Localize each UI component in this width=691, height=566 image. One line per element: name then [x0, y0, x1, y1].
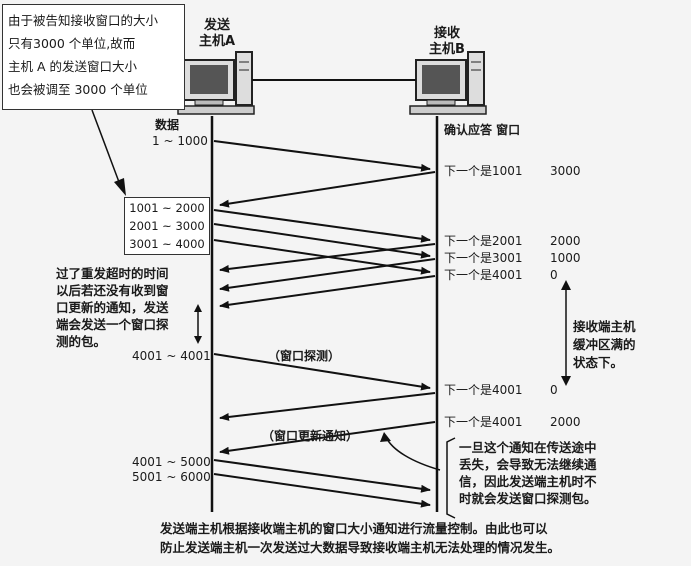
ack-window-3: 1000 — [550, 251, 581, 265]
window-update-label: （窗口更新通知） — [262, 429, 359, 443]
notification-loss-note: 一旦这个通知在传送途中 丢失，会导致无法继续通 信，因此发送端主机时不 时就会发… — [459, 440, 597, 506]
segment-arrow-4 — [213, 239, 431, 275]
figure-caption: 发送端主机根据接收端主机的窗口大小通知进行流量控制。由此也可以 防止发送端主机一… — [160, 521, 561, 555]
ack-arrow-2 — [219, 243, 436, 273]
segment-label-6: 4001 ~ 5000 — [132, 455, 211, 469]
callout-line: 只有3000 个单位,故而 — [8, 36, 136, 51]
host-a-label: 发送 主机A — [198, 18, 236, 49]
callout-line: 由于被告知接收窗口的大小 — [8, 13, 159, 28]
ack-window-1: 3000 — [550, 164, 581, 178]
retransmit-timeout-note: 过了重发超时的时间 以后若还没有收到窗 口更新的通知，发送 端会发送一个窗口探 … — [56, 266, 169, 349]
host-b-computer-icon — [409, 51, 487, 115]
host-b-label: 接收 主机B — [429, 26, 465, 57]
segment-arrow-3 — [213, 223, 431, 259]
segment-arrow-1 — [213, 140, 431, 172]
ack-header: 确认应答 窗口 — [444, 123, 521, 137]
probe-label: （窗口探测） — [268, 349, 341, 363]
segment-range-box: 1001 ~ 2000 2001 ~ 3000 3001 ~ 4000 — [124, 197, 210, 255]
ack-window-5: 0 — [550, 383, 558, 397]
segment-label-5: 4001 ~ 4001 — [132, 349, 211, 363]
loss-note-pointer — [385, 436, 441, 471]
ack-arrow-1 — [219, 171, 436, 208]
callout-line: 主机 A 的发送窗口大小 — [8, 59, 137, 74]
data-header: 数据 — [155, 118, 180, 132]
ack-window-2: 2000 — [550, 234, 581, 248]
ack-window-6: 2000 — [550, 415, 581, 429]
ack-arrow-5 — [219, 392, 436, 421]
probe-arrow — [213, 353, 431, 391]
segment-arrow-7 — [213, 473, 431, 508]
host-a-computer-icon — [177, 51, 255, 115]
ack-next-1: 下一个是1001 — [444, 164, 523, 178]
ack-next-5: 下一个是4001 — [444, 383, 523, 397]
callout-line: 也会被调至 3000 个单位 — [8, 82, 148, 97]
ack-next-6: 下一个是4001 — [444, 415, 523, 429]
callout-pointer-head — [114, 178, 126, 196]
window-update-arrow — [219, 421, 436, 455]
segment-arrow-2 — [213, 209, 431, 243]
window-size-callout: 由于被告知接收窗口的大小 只有3000 个单位,故而 主机 A 的发送窗口大小 … — [2, 4, 185, 110]
segment-label-1: 1 ~ 1000 — [152, 134, 208, 148]
buffer-full-note: 接收端主机 缓冲区满的 状态下。 — [573, 319, 636, 370]
callout-pointer — [91, 109, 123, 191]
segment-label-7: 5001 ~ 6000 — [132, 470, 211, 484]
loss-note-bracket — [446, 437, 456, 519]
ack-window-4: 0 — [550, 268, 558, 282]
ack-arrow-3 — [219, 258, 436, 292]
segment-label-3: 2001 ~ 3000 — [129, 219, 205, 233]
segment-label-4: 3001 ~ 4000 — [129, 237, 205, 251]
ack-next-2: 下一个是2001 — [444, 234, 523, 248]
ack-next-3: 下一个是3001 — [444, 251, 523, 265]
ack-arrow-4 — [219, 275, 436, 309]
ack-next-4: 下一个是4001 — [444, 268, 523, 282]
segment-label-2: 1001 ~ 2000 — [129, 201, 205, 215]
segment-arrow-6 — [213, 459, 431, 493]
